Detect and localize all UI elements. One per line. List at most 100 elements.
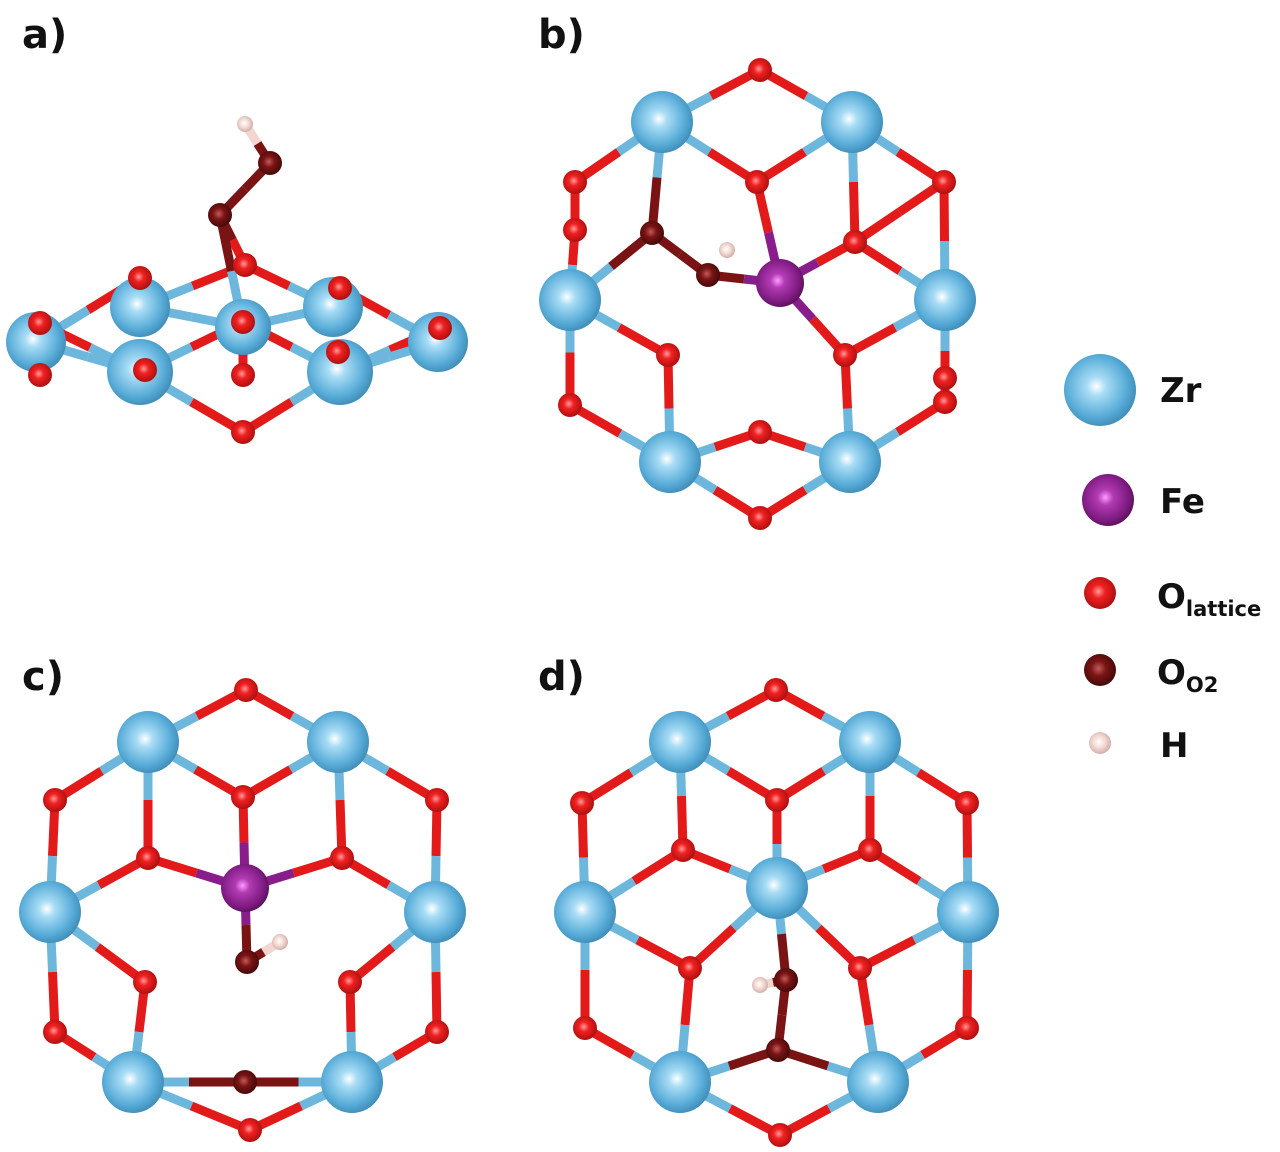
legend-label-h: H (1160, 726, 1188, 766)
lattice-oxygen-atom (858, 838, 882, 862)
legend-sub-o-lattice: lattice (1186, 597, 1261, 621)
lattice-oxygen-atom (238, 1118, 262, 1142)
lattice-oxygen-atom (843, 230, 867, 254)
zr-atom (821, 91, 883, 153)
legend-item-h: H (1089, 726, 1188, 766)
lattice-oxygen-atom (233, 253, 257, 277)
lattice-oxygen-atom (328, 276, 352, 300)
lattice-oxygen-atom (558, 393, 582, 417)
lattice-oxygen-atom (28, 311, 52, 335)
lattice-oxygen-atom (848, 956, 872, 980)
lattice-oxygen-atom (833, 343, 857, 367)
fe-atom-icon (1082, 474, 1134, 526)
zr-atom (631, 91, 693, 153)
zr-atom (307, 711, 369, 773)
lattice-oxygen-atom-icon (1084, 577, 1116, 609)
svg-text:OO2: OO2 (1157, 653, 1218, 697)
zr-atom (937, 881, 999, 943)
zr-atom-icon (1064, 354, 1136, 426)
lattice-oxygen-atom (764, 678, 788, 702)
fe-atom (756, 259, 804, 307)
structure-fe-bound-o2-top-view (539, 58, 976, 530)
o2-oxygen-atom (235, 950, 259, 974)
legend-item-o-o2: OO2 (1084, 653, 1218, 697)
panel-label-b: b) (538, 12, 585, 58)
structure-fe-bound-oh-top-view (19, 678, 466, 1142)
legend-item-zr: Zr (1064, 354, 1202, 426)
legend-label-o-o2: O (1157, 653, 1186, 693)
lattice-oxygen-atom (28, 363, 52, 387)
hydrogen-atom (719, 242, 735, 258)
o2-oxygen-atom (233, 1070, 257, 1094)
lattice-oxygen-atom (231, 420, 255, 444)
zr-atom (408, 312, 468, 372)
zr-atom (110, 277, 170, 337)
zr-atom (819, 431, 881, 493)
panel-label-a: a) (22, 12, 67, 58)
o2-oxygen-atom (208, 203, 232, 227)
structure-side-view (6, 116, 468, 444)
legend-item-o-lattice: Olattice (1084, 577, 1261, 621)
zr-atom (847, 1051, 909, 1113)
lattice-oxygen-atom (955, 791, 979, 815)
structure-zr-bound-o2-top-view (554, 678, 999, 1147)
panel-label-c: c) (22, 654, 64, 700)
legend: Zr Fe Olattice OO2 H (1064, 354, 1261, 766)
lattice-oxygen-atom (671, 838, 695, 862)
lattice-oxygen-atom (745, 170, 769, 194)
svg-text:Olattice: Olattice (1157, 577, 1261, 621)
lattice-oxygen-atom (231, 310, 255, 334)
zr-atom (649, 711, 711, 773)
lattice-oxygen-atom (43, 788, 67, 812)
zr-atom (117, 711, 179, 773)
lattice-oxygen-atom (768, 1123, 792, 1147)
zr-atom (746, 857, 808, 919)
lattice-oxygen-atom (425, 788, 449, 812)
o2-oxygen-atom (640, 221, 664, 245)
zr-atom (554, 881, 616, 943)
lattice-oxygen-atom (678, 956, 702, 980)
zr-atom (639, 431, 701, 493)
zr-atom (404, 881, 466, 943)
lattice-oxygen-atom (748, 58, 772, 82)
lattice-oxygen-atom (338, 970, 362, 994)
panel-label-d: d) (538, 654, 585, 700)
zr-atom (102, 1051, 164, 1113)
hydrogen-atom (272, 934, 288, 950)
o2-oxygen-atom (696, 263, 720, 287)
lattice-oxygen-atom (231, 785, 255, 809)
lattice-oxygen-atom (428, 316, 452, 340)
lattice-oxygen-atom (43, 1020, 67, 1044)
hydrogen-atom-icon (1089, 732, 1111, 754)
o2-oxygen-atom (774, 968, 798, 992)
legend-label-fe: Fe (1160, 482, 1205, 522)
lattice-oxygen-atom (231, 363, 255, 387)
lattice-oxygen-atom (932, 170, 956, 194)
o2-oxygen-atom-icon (1084, 654, 1116, 686)
legend-sub-o-o2: O2 (1186, 673, 1218, 697)
lattice-oxygen-atom (570, 791, 594, 815)
o2-oxygen-atom (766, 1038, 790, 1062)
lattice-oxygen-atom (955, 1016, 979, 1040)
lattice-oxygen-atom (933, 366, 957, 390)
lattice-oxygen-atom (234, 678, 258, 702)
zr-atom (19, 881, 81, 943)
fe-atom (221, 864, 269, 912)
o2-oxygen-atom (258, 151, 282, 175)
lattice-oxygen-atom (933, 390, 957, 414)
lattice-oxygen-atom (563, 218, 587, 242)
lattice-oxygen-atom (133, 970, 157, 994)
legend-label-zr: Zr (1160, 371, 1202, 411)
lattice-oxygen-atom (128, 266, 152, 290)
lattice-oxygen-atom (573, 1016, 597, 1040)
lattice-oxygen-atom (330, 846, 354, 870)
legend-label-o-lattice: O (1157, 577, 1186, 617)
lattice-oxygen-atom (136, 846, 160, 870)
zr-atom (321, 1051, 383, 1113)
lattice-oxygen-atom (765, 788, 789, 812)
lattice-oxygen-atom (748, 506, 772, 530)
zr-atom (649, 1051, 711, 1113)
lattice-oxygen-atom (425, 1020, 449, 1044)
lattice-oxygen-atom (563, 170, 587, 194)
